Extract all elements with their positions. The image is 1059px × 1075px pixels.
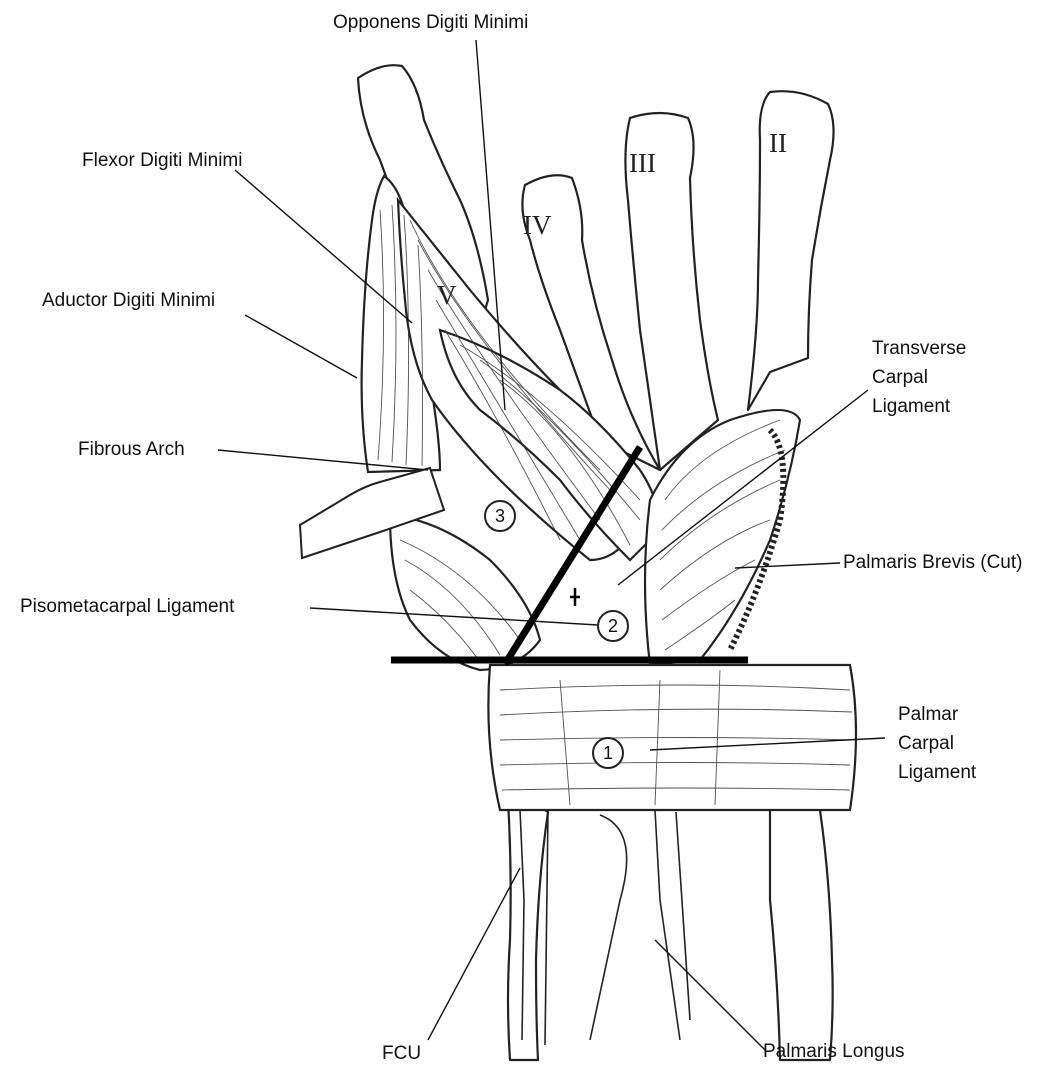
digit-v-label: V — [437, 280, 457, 311]
transverse-line-3: Ligament — [872, 392, 966, 421]
aductor-digiti-minimi-label: Aductor Digiti Minimi — [42, 290, 215, 312]
digit-ii-label: II — [769, 128, 787, 159]
palmar-carpal-line-3: Ligament — [898, 758, 976, 787]
palmar-carpal-line-1: Palmar — [898, 700, 976, 729]
digit-iii-label: III — [629, 148, 656, 179]
zone-1-marker: 1 — [592, 737, 624, 769]
palmaris-brevis-label: Palmaris Brevis (Cut) — [843, 552, 1022, 574]
ulna-bone — [508, 800, 548, 1060]
digit-ii-bone — [748, 91, 834, 410]
palmar-carpal-ligament-label: Palmar Carpal Ligament — [898, 700, 976, 787]
fcu-leader — [428, 868, 520, 1040]
transverse-carpal-ligament-label: Transverse Carpal Ligament — [872, 334, 966, 421]
aductor-leader — [245, 315, 357, 378]
zone-2-marker: 2 — [597, 610, 629, 642]
zone-3-marker: 3 — [484, 500, 516, 532]
palmar-carpal-line-2: Carpal — [898, 729, 976, 758]
fcu-label: FCU — [382, 1043, 421, 1065]
transverse-line-1: Transverse — [872, 334, 966, 363]
digit-iv-label: IV — [523, 210, 552, 241]
pisometacarpal-ligament-label: Pisometacarpal Ligament — [20, 596, 234, 618]
radius-bone — [770, 800, 833, 1060]
palmaris-longus-label: Palmaris Longus — [763, 1041, 905, 1063]
fibrous-arch-label: Fibrous Arch — [78, 439, 185, 461]
palmaris-longus-leader — [655, 940, 765, 1050]
transverse-line-2: Carpal — [872, 363, 966, 392]
opponens-digiti-minimi-label: Opponens Digiti Minimi — [333, 12, 528, 34]
flexor-digiti-minimi-label: Flexor Digiti Minimi — [82, 150, 242, 172]
